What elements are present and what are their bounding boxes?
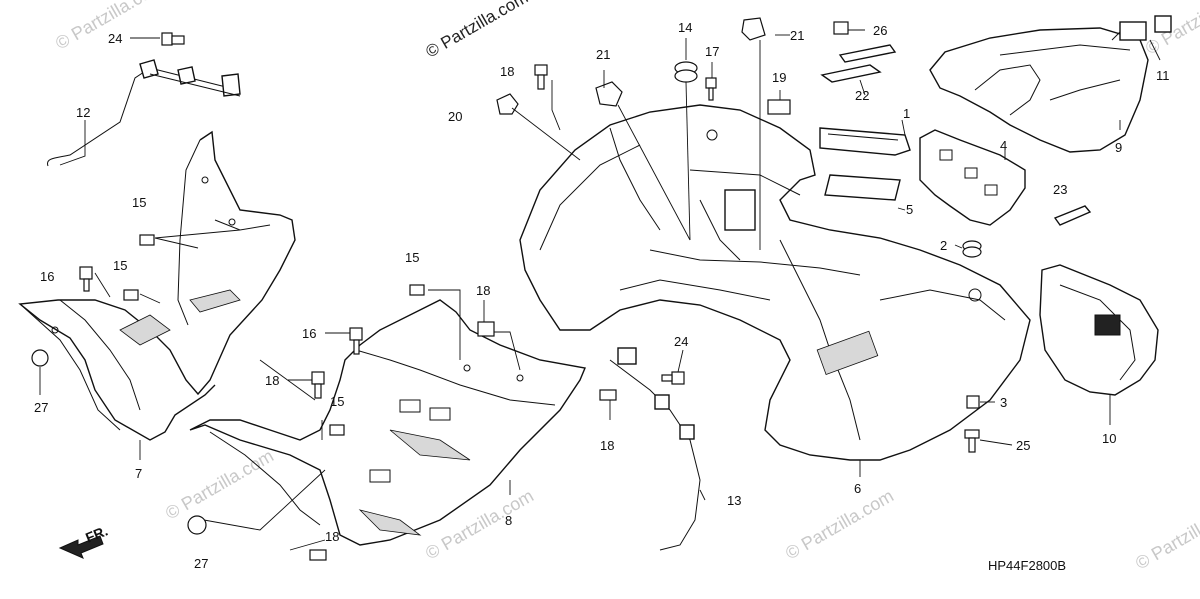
callout-24b: 24 — [674, 334, 688, 349]
callout-7: 7 — [135, 466, 142, 481]
callout-27b: 27 — [194, 556, 208, 571]
callout-20: 20 — [448, 109, 462, 124]
callout-3: 3 — [1000, 395, 1007, 410]
part-1-tray — [819, 127, 911, 156]
callout-5: 5 — [906, 202, 913, 217]
leader-lines — [39, 29, 1161, 551]
part-9-rear-cover — [929, 27, 1149, 153]
bolt-24-top — [161, 32, 185, 46]
callout-27a: 27 — [34, 400, 48, 415]
callout-15a: 15 — [132, 195, 146, 210]
callout-9: 9 — [1115, 140, 1122, 155]
callout-1: 1 — [903, 106, 910, 121]
part-4-bracket — [919, 129, 1026, 226]
callout-18d: 18 — [600, 438, 614, 453]
front-arrow: FR. — [58, 522, 110, 559]
part-10-cover — [1039, 264, 1159, 396]
watermark-5: © Partzilla.com — [1132, 495, 1200, 573]
callout-26: 26 — [873, 23, 887, 38]
diagram-code: HP44F2800B — [988, 558, 1066, 573]
callout-6: 6 — [854, 481, 861, 496]
callout-16b: 16 — [302, 326, 316, 341]
callout-18b: 18 — [476, 283, 490, 298]
callout-15c: 15 — [405, 250, 419, 265]
part-13-rod — [609, 347, 701, 551]
part-23-strap — [1053, 205, 1092, 226]
callout-18c: 18 — [265, 373, 279, 388]
callout-22: 22 — [855, 88, 869, 103]
callout-labels: 1 2 3 4 5 6 7 8 9 10 11 12 13 14 15 15 1… — [34, 20, 1170, 571]
part-6-rear-fender — [519, 104, 1031, 461]
callout-16a: 16 — [40, 269, 54, 284]
callout-15b: 15 — [113, 258, 127, 273]
callout-13: 13 — [727, 493, 741, 508]
callout-12: 12 — [76, 105, 90, 120]
callout-14: 14 — [678, 20, 692, 35]
callout-21a: 21 — [596, 47, 610, 62]
part-5-pad — [824, 174, 901, 201]
callout-11: 11 — [1156, 68, 1170, 83]
callout-21b: 21 — [790, 28, 804, 43]
part-11-clip — [1111, 15, 1172, 41]
callout-18e: 18 — [325, 529, 339, 544]
part-7-left-guard — [18, 130, 296, 441]
callout-24a: 24 — [108, 31, 122, 46]
callout-4: 4 — [1000, 138, 1007, 153]
part-22-strap — [820, 44, 897, 83]
callout-23: 23 — [1053, 182, 1067, 197]
watermark-2: © Partzilla.com — [162, 445, 277, 523]
watermark-4: © Partzilla.com — [782, 485, 897, 563]
callout-15d: 15 — [330, 394, 344, 409]
callout-25: 25 — [1016, 438, 1030, 453]
front-label: FR. — [83, 522, 110, 545]
callout-8: 8 — [505, 513, 512, 528]
part-12-rod — [46, 59, 241, 167]
callout-17: 17 — [705, 44, 719, 59]
callout-18a: 18 — [500, 64, 514, 79]
callout-19: 19 — [772, 70, 786, 85]
hardware — [31, 17, 982, 561]
callout-2: 2 — [940, 238, 947, 253]
copyright-text: © Partzilla.com — [423, 0, 532, 61]
callout-10: 10 — [1102, 431, 1116, 446]
